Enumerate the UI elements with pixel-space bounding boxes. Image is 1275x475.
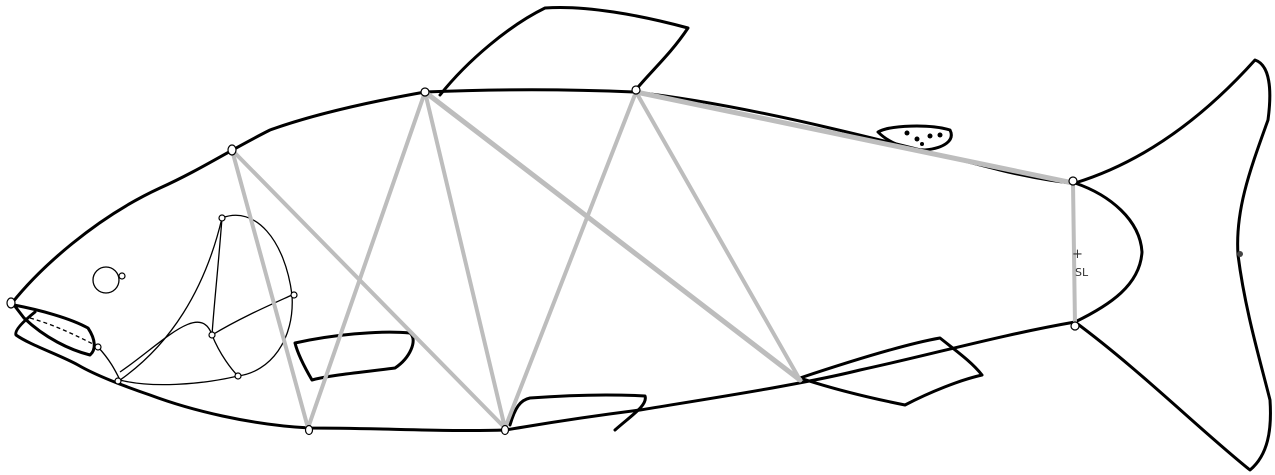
caudal-fin (1075, 60, 1270, 470)
truss-line (636, 92, 800, 380)
pectoral-fin (295, 332, 413, 380)
dorsal-fin (440, 7, 688, 95)
landmark-6 (95, 344, 101, 350)
landmark-3 (421, 88, 429, 96)
landmark-7 (219, 215, 225, 221)
body-outline (12, 90, 1142, 431)
landmark-8 (291, 292, 297, 298)
eye (93, 267, 119, 293)
landmark-2 (228, 145, 236, 155)
truss-line (505, 92, 636, 428)
truss-line (232, 150, 308, 428)
anal-fin (800, 338, 982, 405)
caudal-mark (1237, 251, 1243, 257)
landmark-10 (235, 373, 241, 379)
caudal-note-text: SL (1075, 266, 1089, 279)
truss-line (232, 150, 505, 428)
landmark-11 (115, 378, 121, 384)
landmark-4 (632, 86, 640, 94)
landmark-9 (209, 332, 215, 338)
landmark-12 (306, 426, 313, 435)
landmark-15 (1071, 322, 1079, 330)
truss-line (308, 92, 425, 428)
upper-jaw (14, 305, 94, 355)
caudal-note-symbol: + (1072, 247, 1083, 262)
adipose-spots (905, 131, 943, 147)
landmark-5 (119, 273, 125, 279)
landmark-13 (502, 426, 509, 435)
landmark-1 (7, 298, 15, 308)
truss-line (636, 92, 1073, 183)
operculum (120, 215, 292, 384)
landmark-14 (1069, 177, 1077, 185)
